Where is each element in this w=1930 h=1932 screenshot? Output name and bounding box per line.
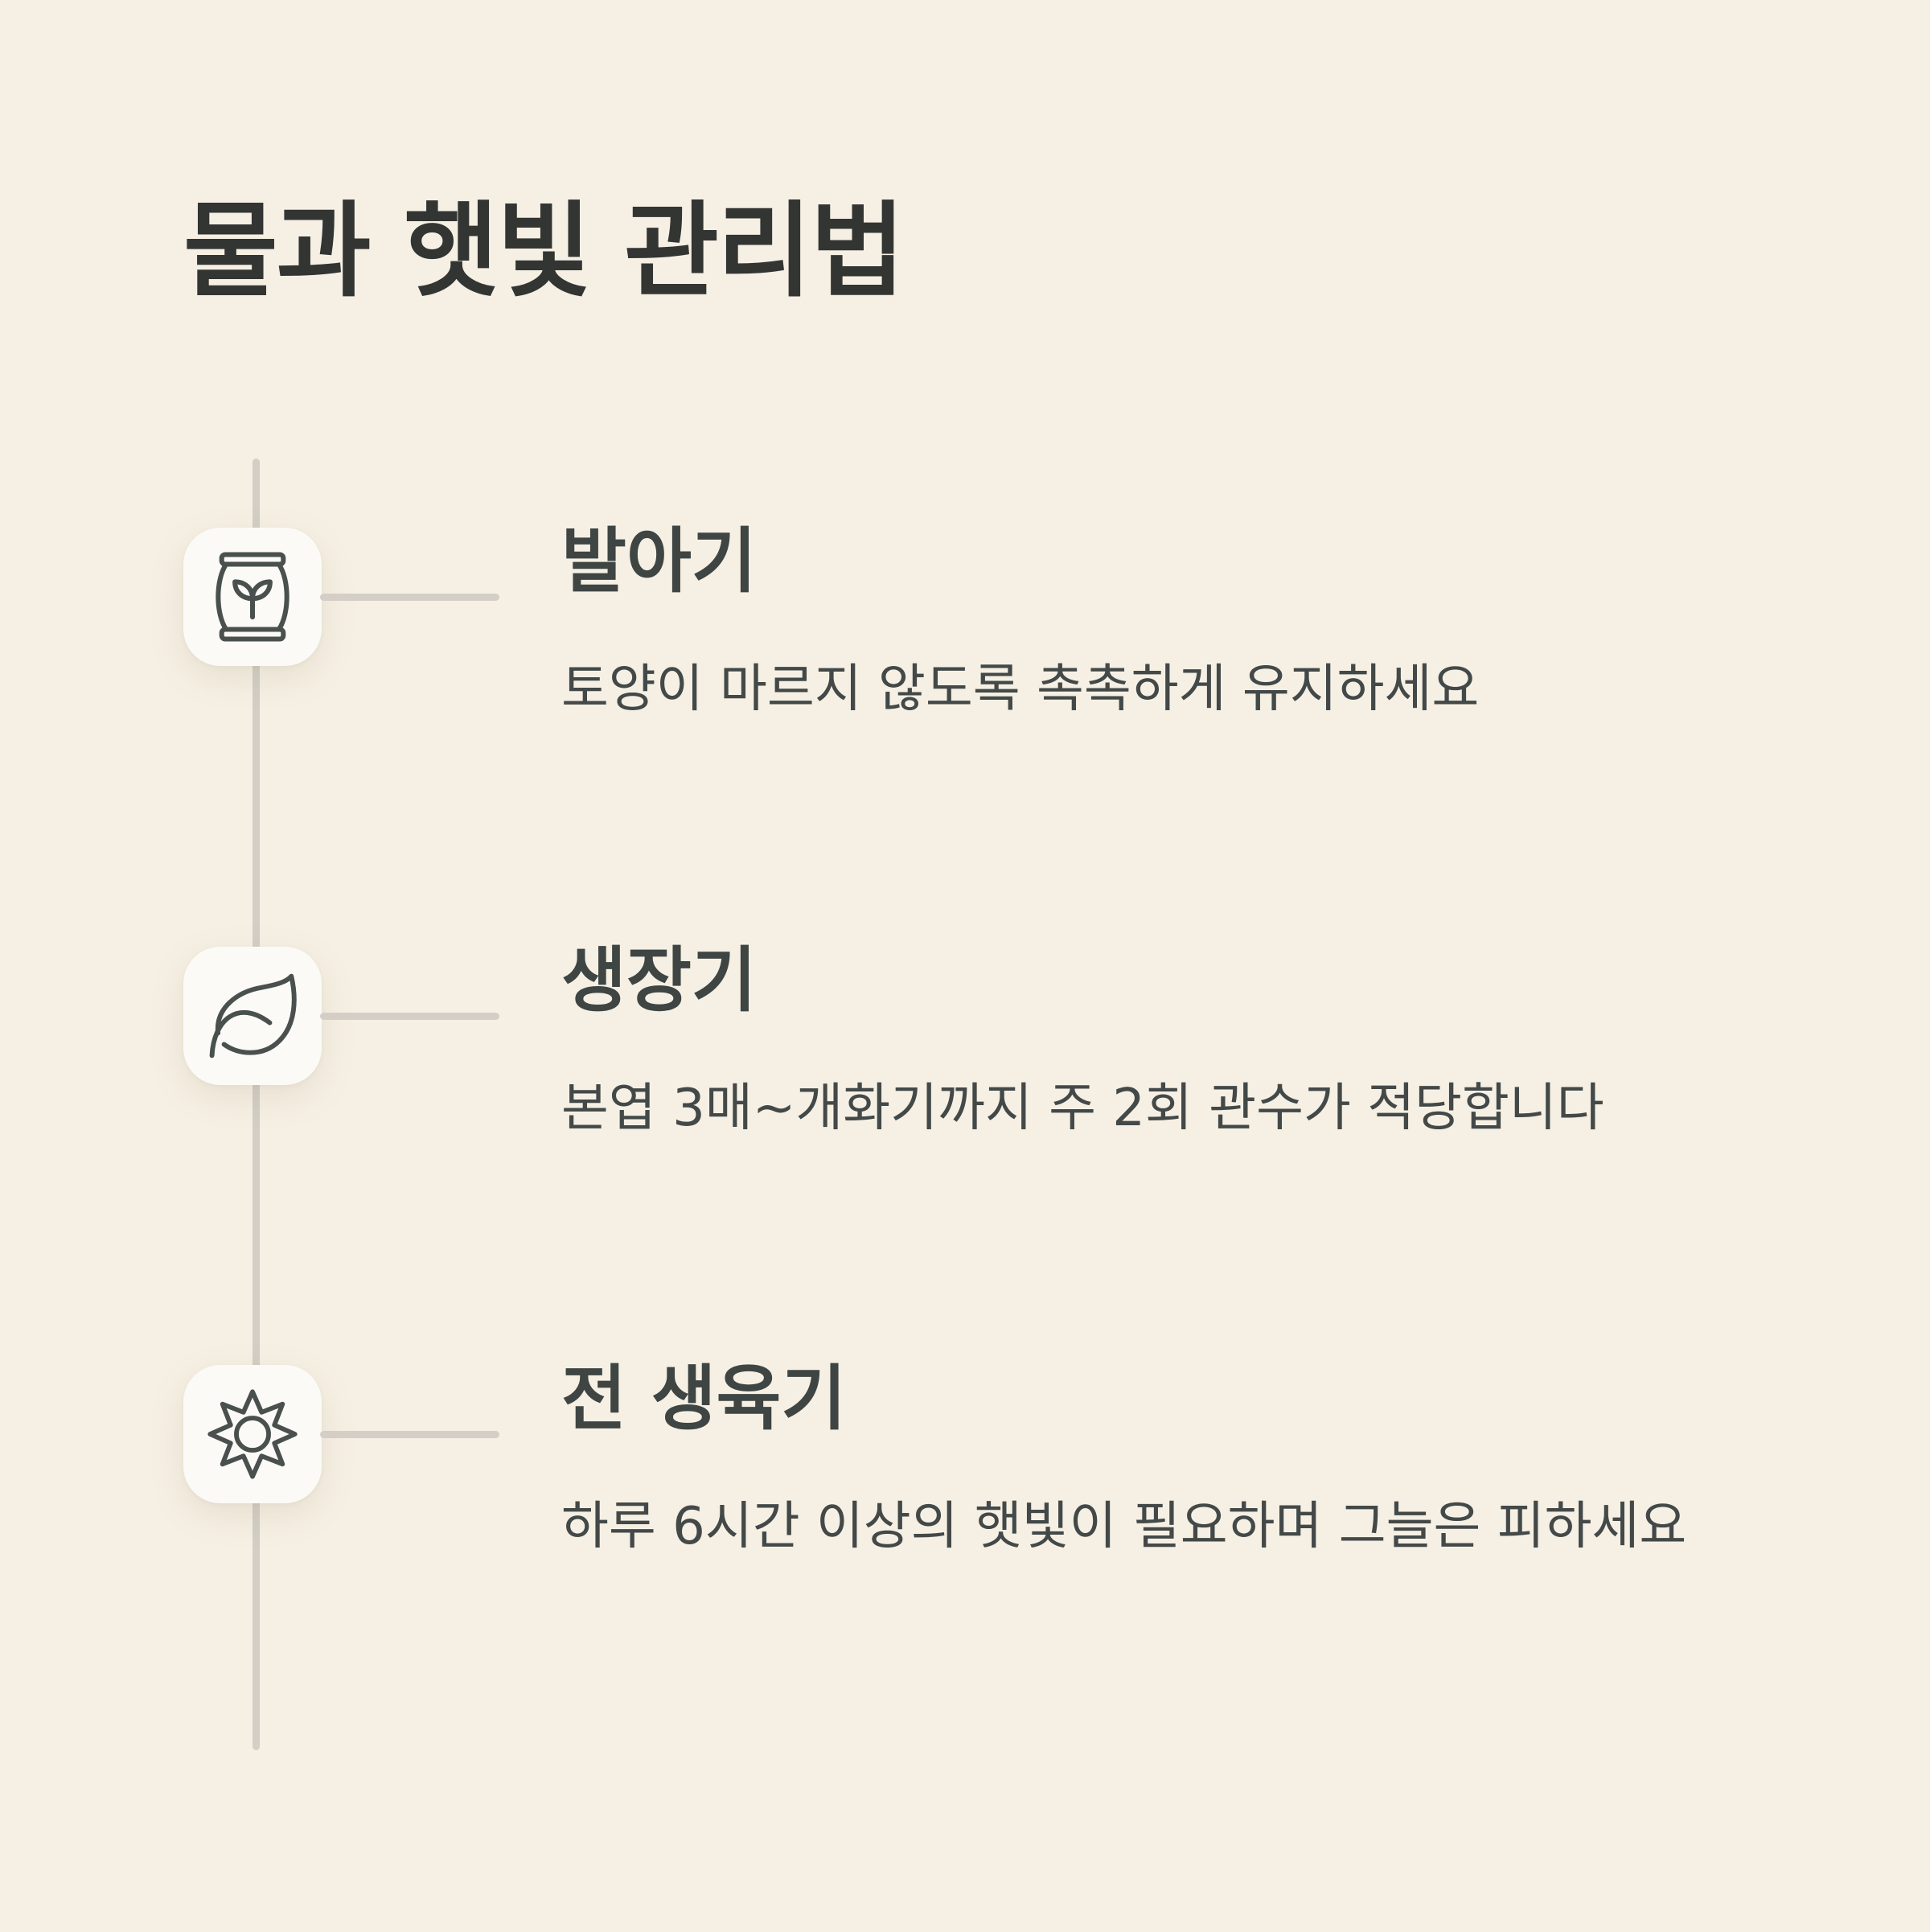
leaf-icon	[209, 973, 297, 1058]
step-title: 발아기	[561, 520, 757, 602]
step-icon-box	[183, 1365, 322, 1503]
timeline-step-growth: 생장기 본엽 3매~개화기까지 주 2회 관수가 적당합니다	[0, 939, 1930, 1285]
step-description: 하루 6시간 이상의 햇빛이 필요하며 그늘은 피하세요	[561, 1497, 1687, 1556]
timeline-step-all-season: 전 생육기 하루 6시간 이상의 햇빛이 필요하며 그늘은 피하세요	[0, 1357, 1930, 1703]
page-title: 물과 햇빛 관리법	[183, 191, 905, 311]
step-title: 생장기	[561, 939, 757, 1021]
step-title: 전 생육기	[561, 1357, 847, 1440]
step-connector	[320, 1013, 499, 1020]
step-description: 토양이 마르지 않도록 촉촉하게 유지하세요	[561, 660, 1480, 719]
step-connector	[320, 594, 499, 601]
step-icon-box	[183, 947, 322, 1085]
step-icon-box	[183, 528, 322, 666]
seed-bag-icon	[216, 552, 290, 642]
timeline-line	[253, 458, 260, 1750]
step-connector	[320, 1431, 499, 1438]
timeline-step-germination: 발아기 토양이 마르지 않도록 촉촉하게 유지하세요	[0, 520, 1930, 865]
sun-icon	[207, 1389, 298, 1479]
step-description: 본엽 3매~개화기까지 주 2회 관수가 적당합니다	[561, 1079, 1604, 1138]
